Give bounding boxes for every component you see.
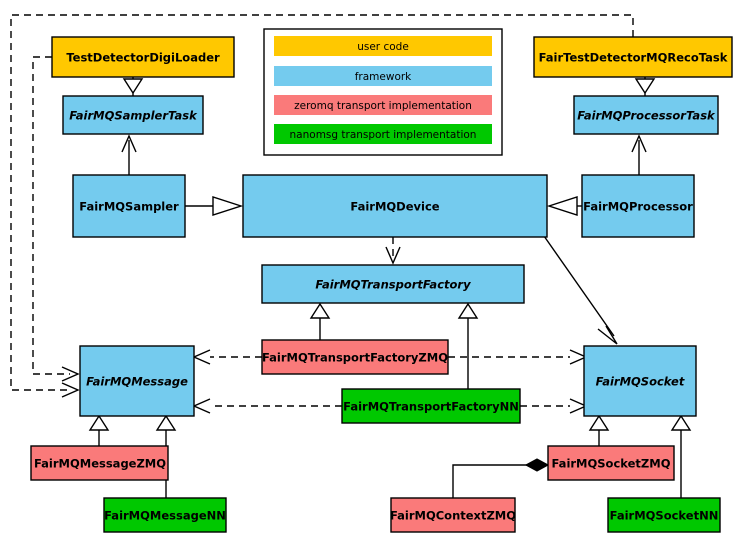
node-box-FairMQSocketZMQ[interactable] bbox=[547, 445, 675, 481]
node-FairMQSamplerTask[interactable]: FairMQSamplerTask bbox=[62, 95, 204, 135]
node-FairMQProcessor[interactable]: FairMQProcessor bbox=[581, 174, 695, 238]
legend-label-framework: framework bbox=[355, 71, 412, 83]
node-label-FairMQDevice: FairMQDevice bbox=[350, 200, 439, 214]
diagram-edges bbox=[88, 77, 692, 498]
arrowhead-socketzmq-generalizes-socket bbox=[588, 414, 610, 431]
arrowhead-sampler-uses-samplertask bbox=[121, 134, 137, 153]
node-label-FairMQMessageZMQ: FairMQMessageZMQ bbox=[34, 457, 166, 471]
legend-label-nanomsg: nanomsg transport implementation bbox=[290, 129, 477, 141]
diagram-nodes: TestDetectorDigiLoader FairTestDetectorM… bbox=[30, 36, 733, 533]
arrowhead-tfnn-creates-message bbox=[192, 398, 211, 414]
arrowhead-generalization-samplertask bbox=[122, 78, 144, 95]
node-box-FairMQSocketNN[interactable] bbox=[607, 497, 721, 533]
legend-swatch-nanomsg bbox=[274, 124, 492, 144]
node-box-FairMQTransportFactoryZMQ[interactable] bbox=[261, 339, 449, 375]
node-box-FairMQSamplerTask[interactable] bbox=[62, 95, 204, 135]
node-box-FairMQSampler[interactable] bbox=[72, 174, 186, 238]
arrowhead-messagezmq-generalizes-message bbox=[88, 414, 110, 431]
legend-item-framework: framework bbox=[274, 66, 492, 86]
legend-swatch-user-code bbox=[274, 36, 492, 56]
node-FairMQTransportFactory[interactable]: FairMQTransportFactory bbox=[261, 264, 525, 304]
node-FairMQProcessorTask[interactable]: FairMQProcessorTask bbox=[573, 95, 719, 135]
node-label-FairMQSocketZMQ: FairMQSocketZMQ bbox=[552, 457, 671, 471]
edge-recotask-to-message bbox=[10, 14, 634, 391]
node-FairMQSocketZMQ[interactable]: FairMQSocketZMQ bbox=[547, 445, 675, 481]
node-FairMQMessage[interactable]: FairMQMessage bbox=[79, 345, 195, 417]
node-box-FairMQMessageZMQ[interactable] bbox=[30, 445, 169, 481]
legend-label-zeromq: zeromq transport implementation bbox=[294, 100, 472, 112]
node-FairMQSocketNN[interactable]: FairMQSocketNN bbox=[607, 497, 721, 533]
arrowhead-tfnn-generalizes-tf bbox=[457, 302, 479, 319]
node-box-FairMQMessage[interactable] bbox=[79, 345, 195, 417]
arrowhead-tfzmq-creates-message bbox=[192, 349, 211, 365]
node-box-FairMQTransportFactoryNN[interactable] bbox=[341, 388, 521, 424]
node-label-FairTestDetectorMQRecoTask: FairTestDetectorMQRecoTask bbox=[539, 51, 728, 65]
node-label-FairMQTransportFactory: FairMQTransportFactory bbox=[315, 278, 471, 292]
node-box-FairMQMessageNN[interactable] bbox=[103, 497, 227, 533]
node-label-FairMQSocket: FairMQSocket bbox=[596, 375, 685, 389]
arrowhead-messagenn-generalizes-message bbox=[155, 414, 177, 431]
node-label-FairMQSocketNN: FairMQSocketNN bbox=[610, 509, 719, 523]
legend-swatch-framework bbox=[274, 66, 492, 86]
node-label-FairMQTransportFactoryNN: FairMQTransportFactoryNN bbox=[343, 400, 519, 414]
node-box-FairMQTransportFactory[interactable] bbox=[261, 264, 525, 304]
node-label-FairMQSamplerTask: FairMQSamplerTask bbox=[69, 109, 198, 123]
arrowhead-generalization-device-right bbox=[546, 196, 578, 216]
node-FairMQMessageZMQ[interactable]: FairMQMessageZMQ bbox=[30, 445, 169, 481]
node-FairMQDevice[interactable]: FairMQDevice bbox=[242, 174, 548, 238]
node-box-FairTestDetectorMQRecoTask[interactable] bbox=[533, 36, 733, 78]
arrowhead-generalization-processortask bbox=[634, 78, 656, 95]
edge-socketzmq-composes-contextzmq bbox=[452, 464, 530, 498]
legend-swatch-zeromq bbox=[274, 95, 492, 115]
node-box-FairMQProcessor[interactable] bbox=[581, 174, 695, 238]
node-box-FairMQContextZMQ[interactable] bbox=[390, 497, 516, 533]
node-label-FairMQTransportFactoryZMQ: FairMQTransportFactoryZMQ bbox=[262, 351, 448, 365]
node-FairTestDetectorMQRecoTask[interactable]: FairTestDetectorMQRecoTask bbox=[533, 36, 733, 78]
arrowhead-generalization-device-left bbox=[212, 196, 244, 216]
node-FairMQContextZMQ[interactable]: FairMQContextZMQ bbox=[390, 497, 516, 533]
routed-dependency-edges bbox=[10, 14, 634, 398]
node-label-FairMQSampler: FairMQSampler bbox=[79, 200, 179, 214]
arrowhead-recotask-to-message bbox=[61, 382, 80, 398]
edge-digiloader-to-message bbox=[32, 56, 70, 375]
legend-label-user-code: user code bbox=[357, 41, 409, 53]
node-box-FairMQSocket[interactable] bbox=[583, 345, 697, 417]
node-label-FairMQMessage: FairMQMessage bbox=[86, 375, 188, 389]
arrowhead-socketnn-generalizes-socket bbox=[670, 414, 692, 431]
legend-item-user-code: user code bbox=[274, 36, 492, 56]
node-label-FairMQProcessor: FairMQProcessor bbox=[583, 200, 693, 214]
legend-item-nanomsg: nanomsg transport implementation bbox=[274, 124, 492, 144]
arrowhead-processor-uses-processortask bbox=[631, 134, 647, 153]
node-box-FairMQProcessorTask[interactable] bbox=[573, 95, 719, 135]
legend-item-zeromq: zeromq transport implementation bbox=[274, 95, 492, 115]
node-FairMQSampler[interactable]: FairMQSampler bbox=[72, 174, 186, 238]
node-box-TestDetectorDigiLoader[interactable] bbox=[51, 36, 235, 78]
node-label-FairMQProcessorTask: FairMQProcessorTask bbox=[577, 109, 716, 123]
node-label-FairMQMessageNN: FairMQMessageNN bbox=[104, 509, 226, 523]
node-FairMQMessageNN[interactable]: FairMQMessageNN bbox=[103, 497, 227, 533]
node-label-TestDetectorDigiLoader: TestDetectorDigiLoader bbox=[66, 51, 220, 65]
diamond-socketzmq-composition bbox=[524, 458, 550, 472]
arrowhead-digiloader-to-message bbox=[61, 366, 80, 382]
node-TestDetectorDigiLoader[interactable]: TestDetectorDigiLoader bbox=[51, 36, 235, 78]
color-legend: user code framework zeromq transport imp… bbox=[263, 28, 503, 156]
node-FairMQTransportFactoryZMQ[interactable]: FairMQTransportFactoryZMQ bbox=[261, 339, 449, 375]
arrowhead-tfzmq-generalizes-tf bbox=[309, 302, 331, 319]
node-box-FairMQDevice[interactable] bbox=[242, 174, 548, 238]
arrowhead-device-depends-transportfactory bbox=[385, 246, 401, 265]
arrowhead-device-uses-socket bbox=[597, 325, 618, 345]
edge-device-uses-socket bbox=[543, 235, 615, 337]
node-FairMQTransportFactoryNN[interactable]: FairMQTransportFactoryNN bbox=[341, 388, 521, 424]
node-label-FairMQContextZMQ: FairMQContextZMQ bbox=[390, 509, 516, 523]
node-FairMQSocket[interactable]: FairMQSocket bbox=[583, 345, 697, 417]
